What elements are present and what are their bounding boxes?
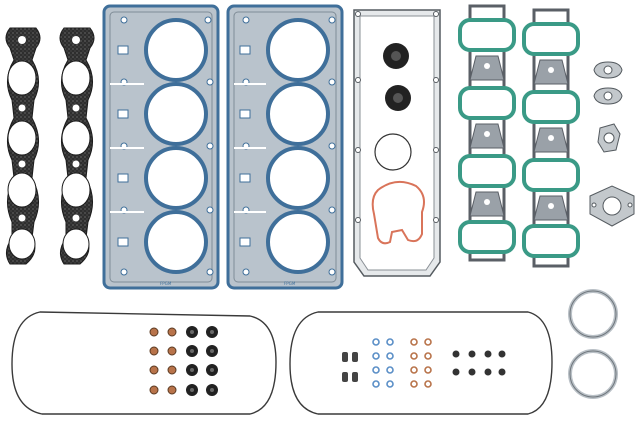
exhaust-gasket-left: [5, 27, 41, 265]
head-gasket-right: FPGM: [226, 4, 344, 290]
head-gasket-marking: FPGM: [284, 281, 296, 286]
intake-gasket-right: [522, 8, 580, 268]
rubber-grommet-1: [383, 43, 409, 69]
rubber-grommet-2: [385, 85, 411, 111]
egr-gasket: [597, 123, 621, 153]
head-gasket-left: FPGM: [102, 4, 220, 290]
valve-cover-gasket-left: [11, 311, 277, 415]
valve-seal-group-right: [342, 338, 506, 388]
head-gasket-marking: FPGM: [160, 281, 172, 286]
thin-o-ring: [374, 133, 412, 171]
exhaust-gasket-right: [59, 27, 95, 265]
valley-cover-gasket: [353, 9, 441, 277]
throttle-body-gasket: [589, 185, 635, 227]
orange-pan-seal: [371, 180, 425, 245]
small-flange-gasket-1: [593, 61, 623, 79]
small-flange-gasket-2: [593, 87, 623, 105]
valve-cover-gasket-right: [289, 311, 553, 415]
valve-seal-group-left: [149, 326, 218, 396]
exhaust-ring-upper: [568, 289, 618, 339]
exhaust-ring-lower: [568, 349, 618, 399]
intake-gasket-left: [458, 4, 516, 262]
